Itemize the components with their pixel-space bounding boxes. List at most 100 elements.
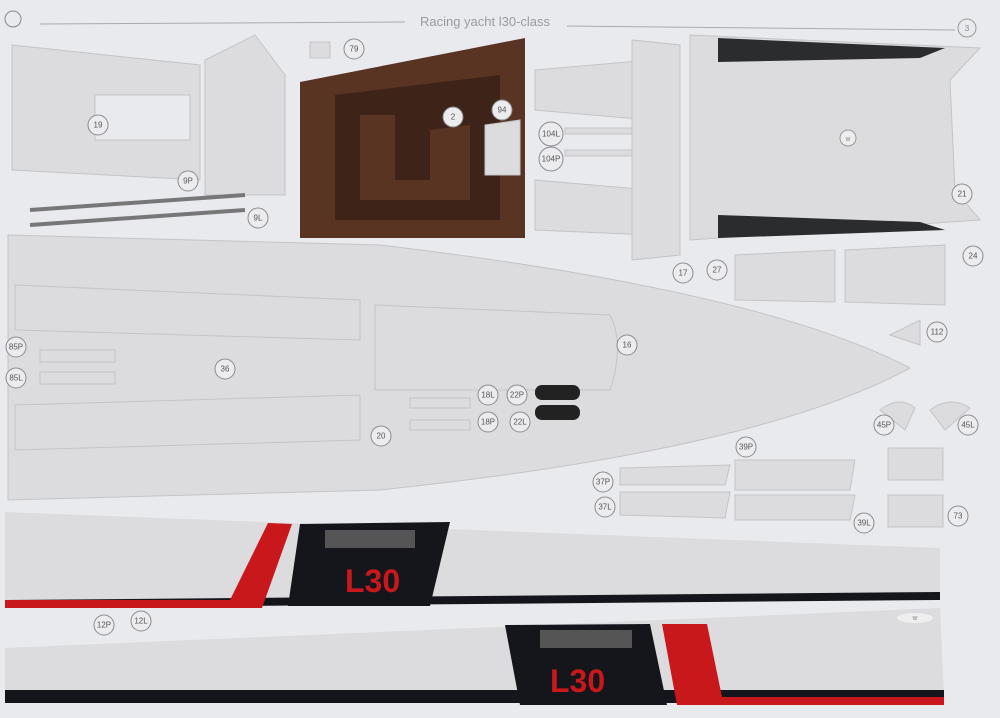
hull-side-logo: L30 <box>550 663 605 699</box>
callout-79: 79 <box>343 38 365 60</box>
callout-label: 27 <box>713 266 722 275</box>
callout-12l: 12L <box>130 610 152 632</box>
marker-label: W <box>913 616 918 622</box>
part-42L <box>14 284 361 341</box>
callout-circle <box>247 207 269 229</box>
page-number-badge <box>957 18 977 38</box>
part-104P <box>564 149 641 157</box>
part-85L <box>39 371 116 385</box>
callout-22p: 22P <box>506 384 528 406</box>
callout-circle <box>5 336 27 358</box>
callout-label: 37L <box>598 503 612 512</box>
callout-27: 27 <box>706 259 728 281</box>
hull-side-red-stripe <box>662 624 944 705</box>
deck-window-top <box>718 38 945 62</box>
part-104L <box>564 127 641 135</box>
callout-112: 112 <box>926 321 948 343</box>
part-73a <box>887 447 944 481</box>
callout-39l: 39L <box>853 512 875 534</box>
callout-73: 73 <box>947 505 969 527</box>
callout-16: 16 <box>616 334 638 356</box>
part-42P <box>14 394 361 451</box>
callout-circle <box>343 38 365 60</box>
callout-label: 39L <box>857 519 871 528</box>
deck-window-bottom <box>718 215 945 238</box>
callout-9p: 9P <box>177 170 199 192</box>
callout-94: 94 <box>491 99 513 121</box>
callout-circle <box>592 471 614 493</box>
winch-marker <box>839 129 857 147</box>
publisher-logo-icon <box>4 10 22 28</box>
callout-label: 18L <box>481 391 495 400</box>
callout-circle <box>509 411 531 433</box>
part-18L <box>409 397 471 409</box>
callout-18p: 18P <box>477 411 499 433</box>
callout-12p: 12P <box>93 614 115 636</box>
callout-label: 79 <box>350 45 359 54</box>
callout-circle <box>538 146 564 172</box>
callout-label: 16 <box>623 341 632 350</box>
callout-circle <box>706 259 728 281</box>
part-73b <box>887 494 944 528</box>
callout-45l: 45L <box>957 414 979 436</box>
page-number: 3 <box>965 24 970 33</box>
callout-label: 22L <box>513 418 527 427</box>
part-rails <box>29 193 246 227</box>
callout-label: 85P <box>9 343 23 352</box>
header-rule-left <box>39 21 406 25</box>
part-79 <box>309 41 331 59</box>
part-45P <box>879 401 916 431</box>
callout-19: 19 <box>87 114 109 136</box>
callout-label: 20 <box>377 432 386 441</box>
callout-85p: 85P <box>5 336 27 358</box>
callout-24: 24 <box>962 245 984 267</box>
callout-label: 9P <box>183 177 193 186</box>
callout-label: 37P <box>596 478 610 487</box>
hull-side-12P: L30 W <box>5 608 944 705</box>
callout-label: 45L <box>961 421 975 430</box>
part-45L <box>929 401 971 431</box>
callout-label: 19 <box>94 121 103 130</box>
callout-circle <box>370 425 392 447</box>
callout-circle <box>93 614 115 636</box>
callout-circle <box>87 114 109 136</box>
callout-label: 21 <box>958 190 967 199</box>
callout-circle <box>130 610 152 632</box>
part-38L <box>619 491 731 519</box>
callout-label: 112 <box>931 328 944 337</box>
callout-20: 20 <box>370 425 392 447</box>
callout-104l: 104L <box>538 121 564 147</box>
hull-side-window <box>325 530 415 548</box>
part-bulkhead <box>204 34 286 196</box>
callout-label: 24 <box>969 252 978 261</box>
callout-circle <box>873 414 895 436</box>
part-112 <box>888 319 921 346</box>
callout-label: 18P <box>481 418 495 427</box>
hatch-22P <box>535 385 580 400</box>
part-18P <box>409 419 471 431</box>
callout-circle <box>506 384 528 406</box>
callout-label: 94 <box>498 106 507 115</box>
callout-label: 104L <box>542 130 560 139</box>
hull-side-red-stripe <box>5 523 292 608</box>
page-title: Racing yacht l30-class <box>420 14 551 29</box>
callout-17: 17 <box>672 262 694 284</box>
callout-layer: 79294199P9L104L104P1721272411285P85L3616… <box>5 38 984 636</box>
hatch-22L <box>535 405 580 420</box>
callout-9l: 9L <box>247 207 269 229</box>
callout-circle <box>5 367 27 389</box>
callout-label: 17 <box>679 269 688 278</box>
part-32 <box>631 39 681 261</box>
callout-21: 21 <box>951 183 973 205</box>
hull-side-body <box>5 512 940 600</box>
marker-label: W <box>846 137 851 143</box>
callout-36: 36 <box>214 358 236 380</box>
callout-39p: 39P <box>735 436 757 458</box>
callout-37l: 37L <box>594 496 616 518</box>
header-rule-right <box>566 25 956 31</box>
part-40L <box>734 494 856 521</box>
callout-circle <box>616 334 638 356</box>
callout-label: 12P <box>97 621 111 630</box>
callout-circle <box>538 121 564 147</box>
callout-circle <box>735 436 757 458</box>
